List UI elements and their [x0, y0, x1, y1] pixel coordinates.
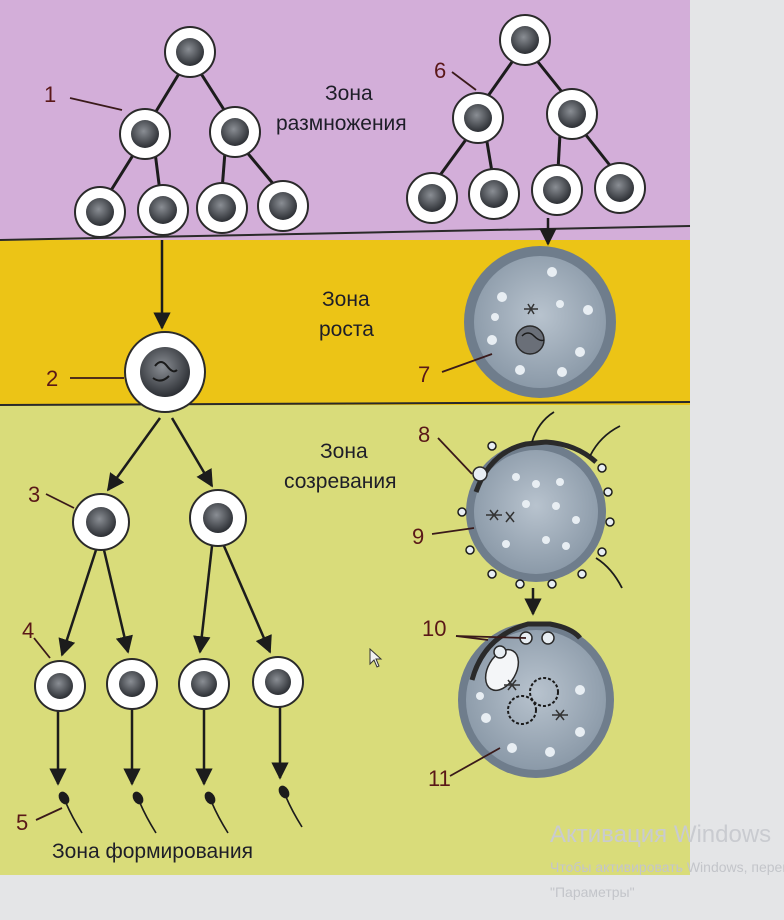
label-9: 9 [412, 524, 424, 549]
label-11: 11 [428, 766, 451, 791]
process-arrows [49, 218, 557, 786]
primary-oocyte [464, 246, 616, 398]
cell [74, 186, 126, 238]
label-5: 5 [16, 810, 28, 835]
ovum [458, 621, 614, 778]
cell [137, 184, 189, 236]
zone-label-formation: Зона формирования [52, 840, 253, 863]
cell [499, 14, 551, 66]
band-divider [0, 401, 691, 406]
watermark-line-2: "Параметры" [550, 884, 635, 900]
watermark-title: Активация Windows [550, 821, 771, 848]
cell [119, 108, 171, 160]
watermark-line-1: Чтобы активировать Windows, перейдите в … [550, 859, 784, 875]
label-3: 3 [28, 482, 40, 507]
cell [189, 489, 247, 547]
secondary-oocyte [457, 411, 623, 589]
cell [164, 26, 216, 78]
cell [531, 164, 583, 216]
label-10: 10 [422, 616, 446, 641]
cell [452, 92, 504, 144]
label-1: 1 [44, 82, 56, 107]
spermatogonia-tree [108, 71, 277, 193]
cell [196, 182, 248, 234]
cell [468, 168, 520, 220]
cell [34, 660, 86, 712]
cell [178, 658, 230, 710]
label-4: 4 [22, 618, 34, 643]
cell [72, 493, 130, 551]
spermatozoa [58, 785, 303, 834]
cell [406, 172, 458, 224]
cell [594, 162, 646, 214]
number-pointers [33, 71, 527, 821]
label-8: 8 [418, 422, 430, 447]
label-6: 6 [434, 58, 446, 83]
mouse-cursor-icon [369, 648, 383, 668]
cell [209, 106, 261, 158]
label-2: 2 [46, 366, 58, 391]
cell [106, 658, 158, 710]
band-divider [0, 225, 691, 241]
primary-spermatocyte [124, 331, 206, 413]
small-cells [34, 14, 646, 712]
cell [546, 88, 598, 140]
cell [257, 180, 309, 232]
label-7: 7 [418, 362, 430, 387]
cell [252, 656, 304, 708]
